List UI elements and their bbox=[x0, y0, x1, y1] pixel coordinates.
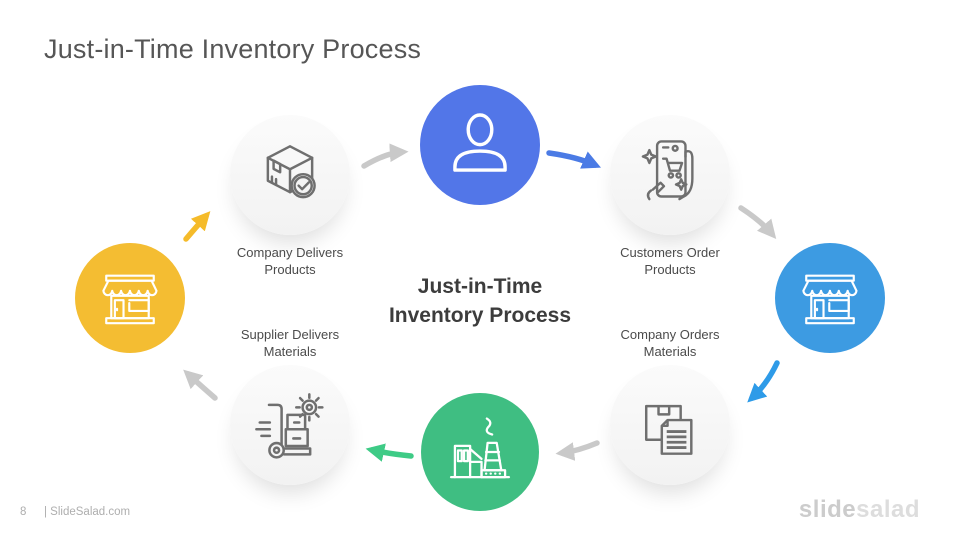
node-customers-order-products bbox=[610, 115, 730, 235]
phone-cart-icon bbox=[641, 140, 694, 201]
brand-part2: salad bbox=[856, 496, 920, 523]
arrow-customer-to-order bbox=[546, 150, 601, 169]
arrow-store-to-orders bbox=[747, 360, 780, 403]
label-customers-order-products: Customers Order Products bbox=[620, 245, 720, 277]
handtruck-gear-icon bbox=[255, 393, 324, 459]
node-customer bbox=[420, 85, 540, 205]
slide-title: Just-in-Time Inventory Process bbox=[44, 34, 422, 64]
label-company-orders-materials: Company Orders Materials bbox=[620, 327, 720, 359]
footer-text: | SlideSalad.com bbox=[44, 506, 131, 518]
node-retail-store bbox=[775, 243, 885, 353]
node-supplier-delivers-materials bbox=[230, 365, 350, 485]
arrow-shop-to-delivers bbox=[183, 211, 211, 242]
page-number: 8 bbox=[20, 506, 27, 518]
node-company-delivers-products bbox=[230, 115, 350, 235]
arrow-delivers-to-customer bbox=[361, 143, 409, 169]
factory-icon bbox=[449, 417, 511, 479]
arrow-orders-to-factory bbox=[555, 440, 600, 461]
label-company-delivers-products: Company Delivers Products bbox=[236, 245, 344, 277]
node-shop bbox=[75, 243, 185, 353]
arrow-factory-to-supplier bbox=[365, 443, 414, 462]
arrow-order-to-store bbox=[738, 205, 777, 239]
node-company-orders-materials bbox=[610, 365, 730, 485]
footer: 8 | SlideSalad.com bbox=[20, 506, 130, 518]
storefront-icon bbox=[802, 274, 858, 325]
center-title: Just-in-Time Inventory Process bbox=[388, 275, 572, 327]
box-check-icon bbox=[266, 145, 316, 199]
label-supplier-delivers-materials: Supplier Delivers Materials bbox=[240, 327, 340, 359]
storefront-icon bbox=[102, 274, 158, 325]
box-document-icon bbox=[644, 404, 693, 455]
arrow-supplier-to-shop bbox=[183, 369, 218, 401]
person-icon bbox=[453, 113, 507, 172]
node-factory bbox=[421, 393, 539, 511]
brand-part1: slide bbox=[798, 496, 857, 523]
brand-logo: slidesalad bbox=[799, 496, 920, 524]
